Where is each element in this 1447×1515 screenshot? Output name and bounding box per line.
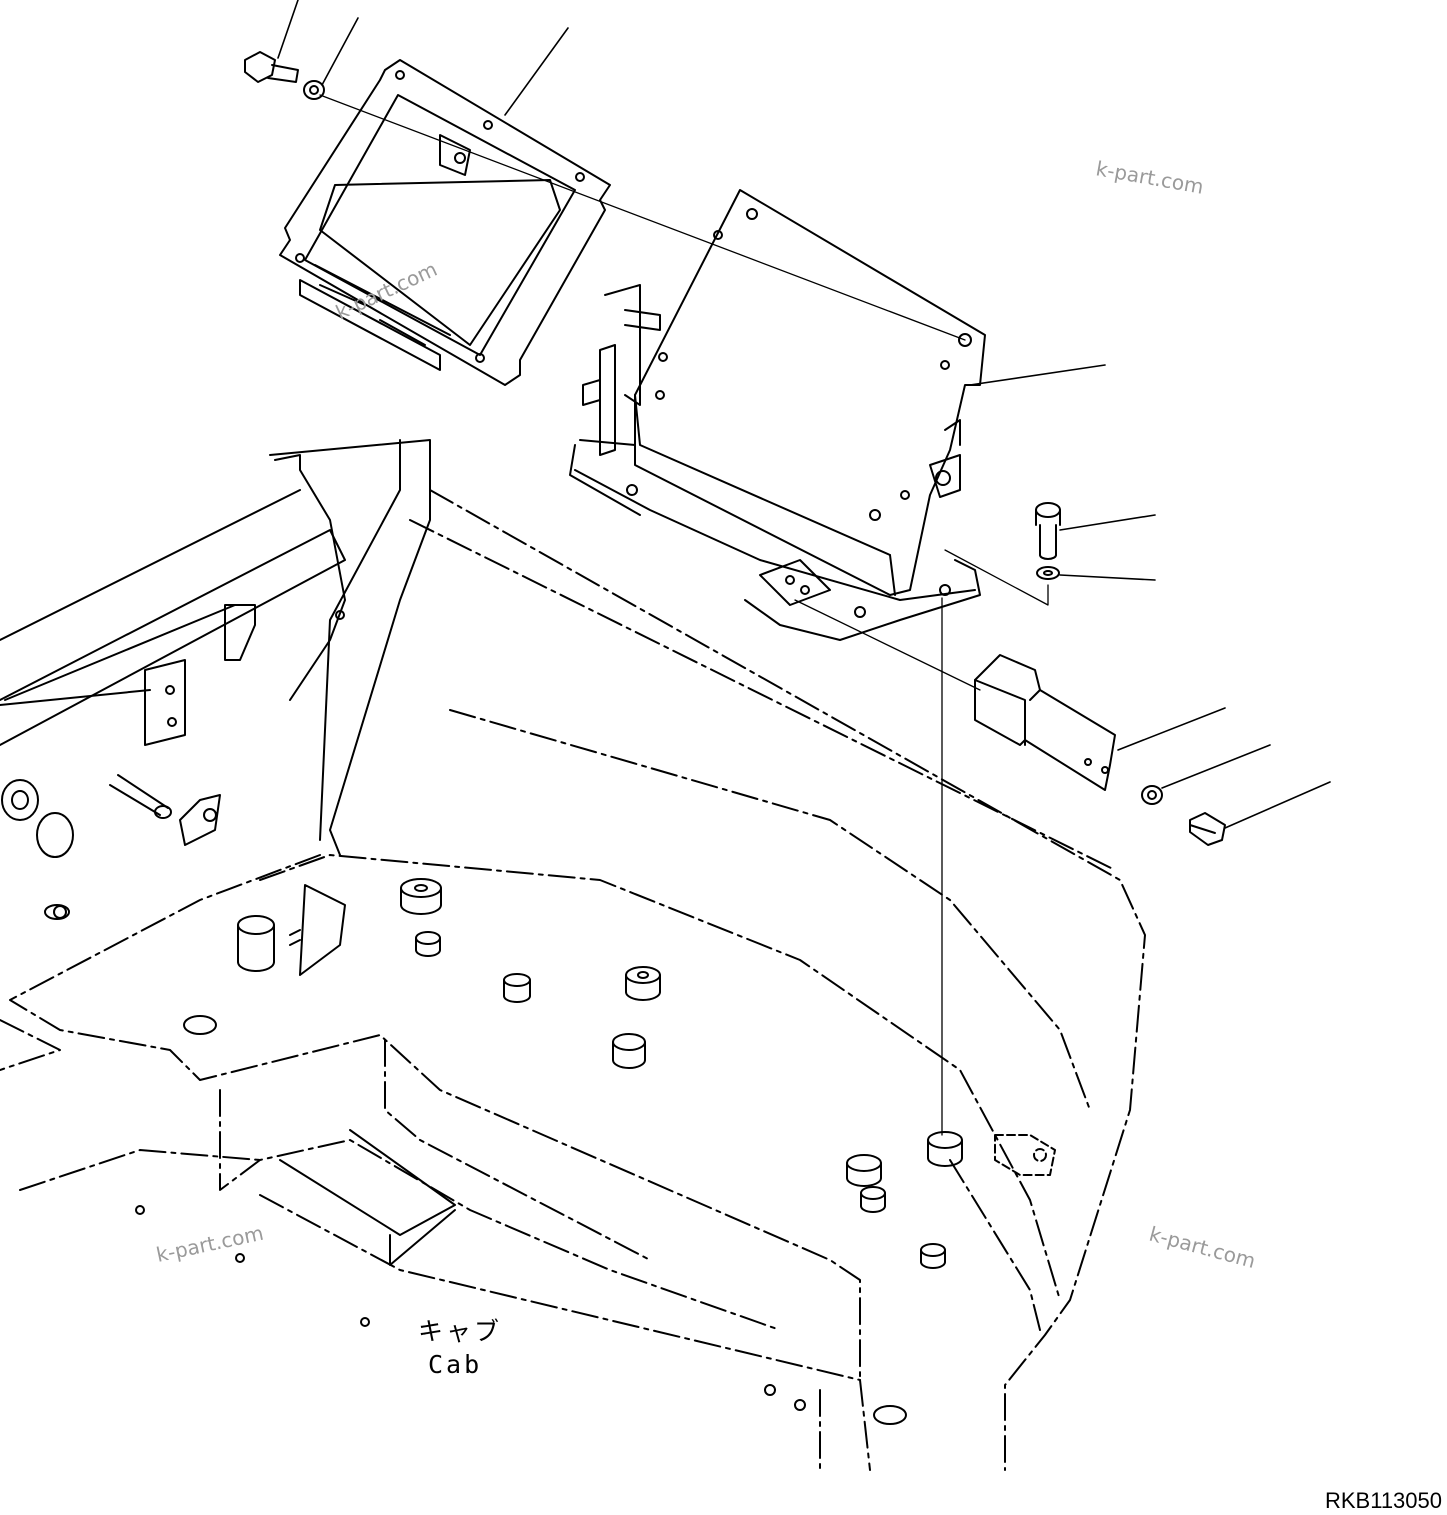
bolt-right bbox=[1035, 502, 1061, 560]
controller-unit bbox=[279, 59, 611, 386]
figure-code: RKB113050 bbox=[1325, 1488, 1442, 1513]
assembly-lines bbox=[319, 94, 1049, 1136]
cab-label-english: Cab bbox=[428, 1350, 482, 1379]
rubber-mounts bbox=[44, 878, 963, 1269]
washer-right bbox=[1036, 566, 1060, 580]
bolt-top bbox=[244, 51, 299, 83]
washer-top bbox=[303, 80, 325, 100]
clamp bbox=[974, 654, 1116, 791]
bolt-clamp bbox=[1189, 812, 1226, 846]
watermark: k-part.com bbox=[1147, 1222, 1258, 1273]
leader-lines bbox=[277, 0, 1331, 829]
floor-fitting bbox=[994, 1134, 1056, 1176]
watermark: k-part.com bbox=[1094, 156, 1205, 199]
watermark: k-part.com bbox=[332, 257, 441, 325]
cab-frame bbox=[0, 439, 1146, 1471]
cab-label-japanese: キャブ bbox=[418, 1317, 502, 1346]
watermark: k-part.com bbox=[154, 1221, 266, 1267]
mounting-bracket bbox=[569, 189, 986, 641]
washer-clamp bbox=[1141, 785, 1163, 805]
